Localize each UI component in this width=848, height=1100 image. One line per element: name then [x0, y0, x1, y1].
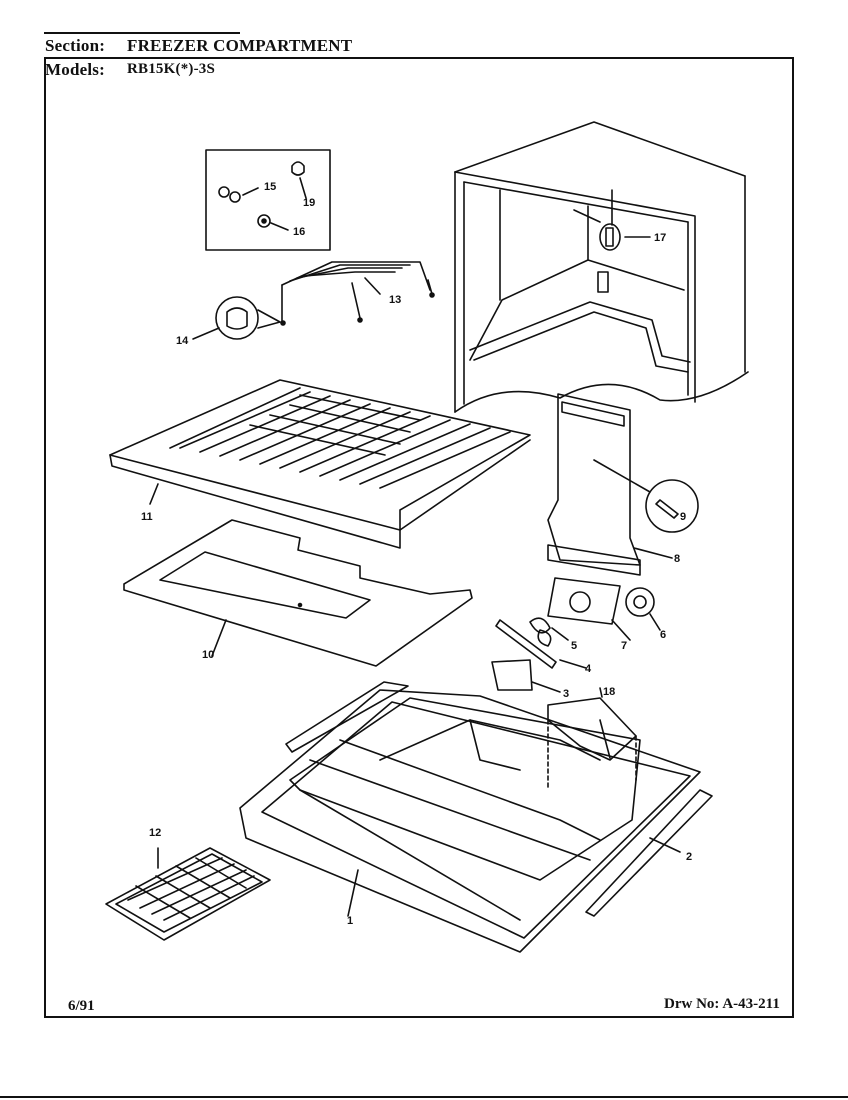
callout-4: 4: [585, 663, 592, 675]
bracket-4: [495, 619, 557, 669]
callout-1: 1: [347, 915, 353, 927]
small-parts-inset: [205, 149, 331, 251]
section-row: Section: FREEZER COMPARTMENT: [45, 36, 445, 56]
wire-support-13: [280, 261, 435, 326]
ice-tray-12: [105, 847, 271, 941]
callout-19: 19: [303, 197, 315, 209]
part-15-icon: [218, 186, 230, 198]
models-value: RB15K(*)-3S: [127, 61, 216, 77]
fan-blade-5: [529, 617, 552, 647]
callout-15: 15: [264, 181, 276, 193]
bracket-7: [547, 577, 621, 625]
callout-18: 18: [603, 686, 615, 698]
callout-17: 17: [654, 232, 666, 244]
gasket-2: [285, 681, 713, 917]
callout-3: 3: [563, 688, 569, 700]
fan-assembly: [491, 577, 661, 693]
section-title: FREEZER COMPARTMENT: [127, 36, 353, 55]
callout-16: 16: [293, 226, 305, 238]
callout-9: 9: [680, 511, 686, 523]
part-16-icon: [257, 214, 271, 228]
drawing-number: Drw No: A-43-211: [664, 996, 780, 1012]
callout-7: 7: [621, 640, 627, 652]
bottom-rule: [0, 1096, 848, 1098]
duct-8: [547, 393, 673, 576]
diagram-frame: [44, 57, 794, 1018]
callout-11: 11: [141, 511, 153, 523]
bushing-14-detail: [192, 296, 281, 340]
models-row: Models: RB15K(*)-3S: [45, 60, 445, 80]
callout-labels: 1 2 3 4 5 6 7 8 9 10 11 12 13 14 15 16 1…: [141, 181, 692, 927]
top-rule: [44, 32, 240, 34]
screw-9: [593, 459, 699, 533]
motor-3: [491, 659, 533, 691]
freezer-tray-1: [239, 689, 701, 953]
callout-5: 5: [571, 640, 577, 652]
deflector-18: [547, 687, 637, 791]
shelf-11: [109, 379, 531, 549]
callout-12: 12: [149, 827, 161, 839]
part-19-icon: [291, 161, 305, 176]
section-label: Section:: [45, 36, 106, 55]
grommet-6: [625, 587, 655, 617]
panel-10: [123, 519, 473, 667]
callout-14: 14: [176, 335, 189, 347]
footer-date: 6/91: [68, 998, 95, 1014]
callout-10: 10: [202, 649, 214, 661]
callout-6: 6: [660, 629, 666, 641]
freezer-cabinet: [454, 121, 749, 413]
callout-2: 2: [686, 851, 692, 863]
callout-8: 8: [674, 553, 680, 565]
models-label: Models:: [45, 60, 105, 79]
callout-13: 13: [389, 294, 401, 306]
